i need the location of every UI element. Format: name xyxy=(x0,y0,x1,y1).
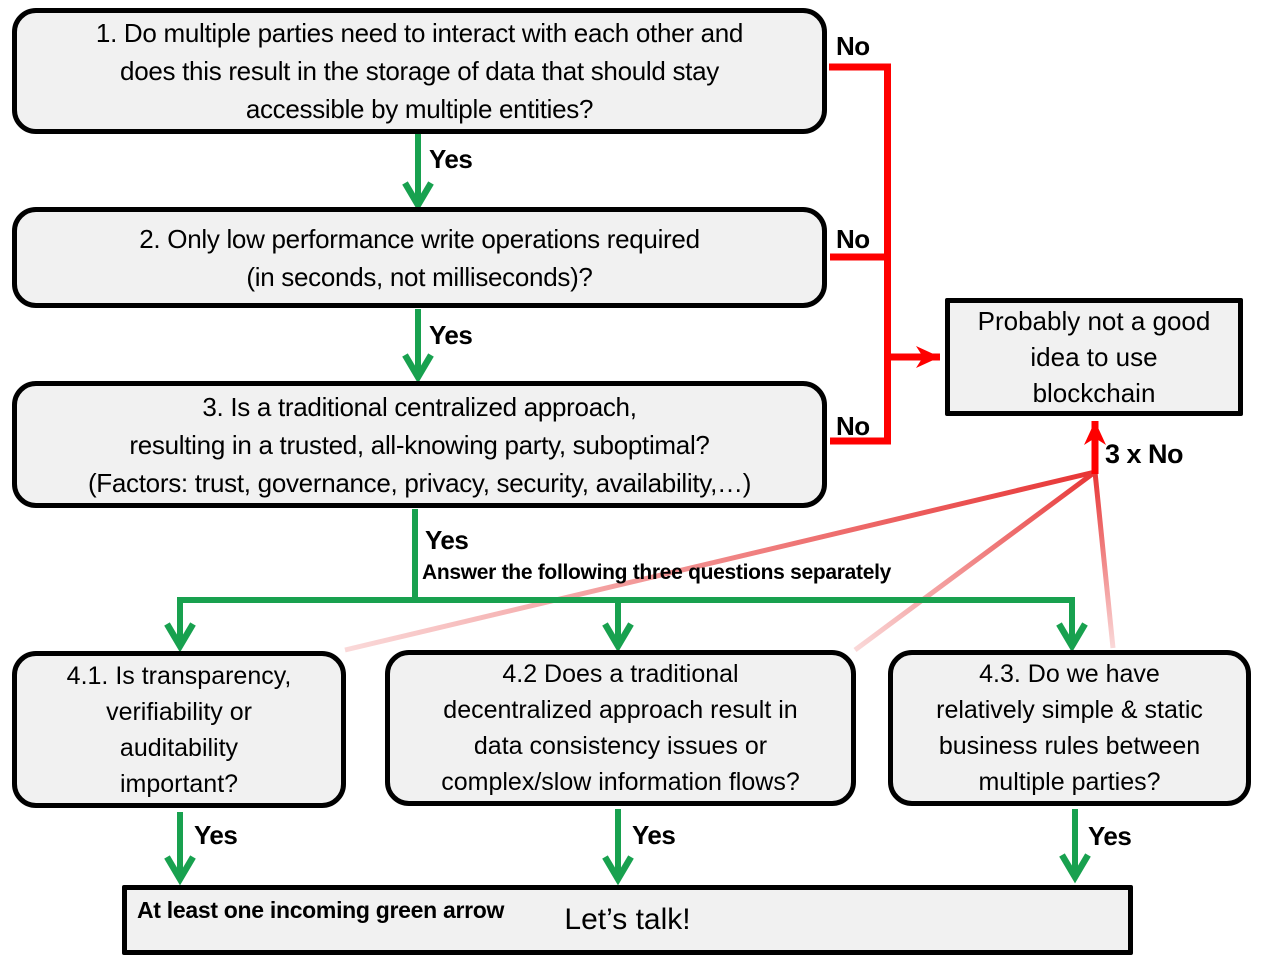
box-q41: 4.1. Is transparency, verifiability or a… xyxy=(12,651,346,808)
label-yes-q2: Yes xyxy=(429,320,473,350)
box-lets-talk: At least one incoming green arrow Let’s … xyxy=(122,885,1133,955)
box-q43-text: 4.3. Do we have relatively simple & stat… xyxy=(936,660,1203,796)
label-yes-q3: Yes xyxy=(425,525,469,555)
label-answer-note: Answer the following three questions sep… xyxy=(422,561,892,584)
box-q1-text: 1. Do multiple parties need to interact … xyxy=(95,18,744,124)
box-q41-text: 4.1. Is transparency, verifiability or a… xyxy=(66,661,292,798)
label-no-q2: No xyxy=(836,224,870,254)
label-yes-q42: Yes xyxy=(632,820,676,850)
box-q2: 2. Only low performance write operations… xyxy=(12,207,827,308)
lets-talk-text: Let’s talk! xyxy=(564,903,691,936)
label-no-q3: No xyxy=(836,411,870,441)
box-q3: 3. Is a traditional centralized approach… xyxy=(12,381,827,508)
box-q2-text: 2. Only low performance write operations… xyxy=(139,223,700,292)
fan-line-q42 xyxy=(853,469,1097,653)
label-no-q1: No xyxy=(836,31,870,61)
label-three-no: 3 x No xyxy=(1105,439,1184,469)
box-q1: 1. Do multiple parties need to interact … xyxy=(12,8,827,134)
label-yes-q1: Yes xyxy=(429,144,473,174)
lets-talk-note: At least one incoming green arrow xyxy=(137,897,505,923)
box-not-good-idea-text: Probably not a good idea to use blockcha… xyxy=(977,306,1211,408)
label-yes-q41: Yes xyxy=(194,820,238,850)
box-q3-text: 3. Is a traditional centralized approach… xyxy=(87,391,752,498)
box-q43: 4.3. Do we have relatively simple & stat… xyxy=(888,650,1251,806)
box-q42-text: 4.2 Does a traditional decentralized app… xyxy=(441,660,800,796)
fan-line-q43 xyxy=(1092,471,1116,649)
label-yes-q43: Yes xyxy=(1088,821,1132,851)
box-q42: 4.2 Does a traditional decentralized app… xyxy=(385,650,856,806)
box-not-good-idea: Probably not a good idea to use blockcha… xyxy=(945,298,1243,416)
